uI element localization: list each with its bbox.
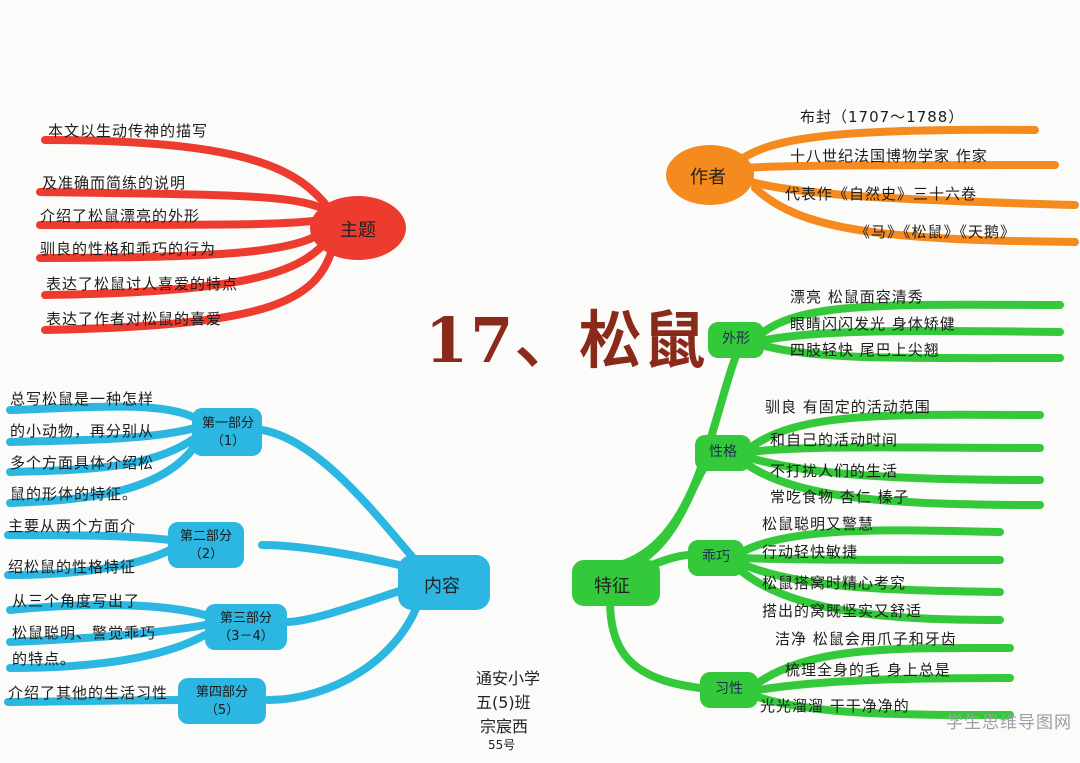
- signature-school: 通安小学: [476, 669, 541, 688]
- author-line: 《马》《松鼠》《天鹅》: [855, 223, 1017, 241]
- appearance-line: 眼睛闪闪发光 身体矫健: [790, 315, 956, 333]
- group-clever-label: 乖巧: [702, 549, 730, 565]
- features-label: 特征: [594, 576, 630, 597]
- part1-node[interactable]: [192, 408, 262, 456]
- theme-line: 介绍了松鼠漂亮的外形: [40, 207, 201, 225]
- temper-line: 常吃食物 杏仁 榛子: [770, 488, 910, 506]
- author-line: 布封（1707～1788）: [800, 108, 965, 126]
- part1-range: （1）: [210, 434, 246, 449]
- part1-line: 多个方面具体介绍松: [10, 454, 155, 472]
- part2-name: 第二部分: [179, 529, 232, 544]
- content-node[interactable]: [398, 555, 490, 610]
- features-node[interactable]: [572, 560, 660, 606]
- feature-branches: [606, 300, 1064, 719]
- part1-line: 的小动物，再分别从: [10, 422, 155, 440]
- theme-line: 驯良的性格和乖巧的行为: [40, 240, 217, 258]
- temper-line: 不打扰人们的生活: [770, 462, 899, 480]
- clever-line: 松鼠搭窝时精心考究: [762, 574, 907, 592]
- group-temper-label: 性格: [709, 444, 737, 460]
- watermark: 学生思维导图网: [946, 713, 1072, 733]
- habit-line: 光光溜溜 干干净净的: [760, 697, 910, 715]
- map-title: 17、松鼠: [425, 304, 708, 377]
- theme-label: 主题: [340, 220, 376, 241]
- signature-name: 宗宸西: [480, 717, 529, 736]
- group-clever-node[interactable]: [688, 540, 744, 576]
- habit-line: 梳理全身的毛 身上总是: [785, 661, 951, 679]
- part2-node[interactable]: [168, 522, 244, 568]
- theme-line: 表达了松鼠讨人喜爱的特点: [46, 275, 239, 293]
- part4-name: 第四部分: [195, 685, 248, 700]
- clever-line: 搭出的窝既坚实又舒适: [762, 602, 923, 620]
- part1-line: 鼠的形体的特征。: [10, 485, 139, 503]
- clever-line: 行动轻快敏捷: [762, 543, 859, 561]
- signature-class: 五(5)班: [476, 693, 531, 712]
- signature-number: 55号: [488, 738, 516, 752]
- part4-node[interactable]: [178, 678, 266, 724]
- part3-line: 松鼠聪明、警觉乖巧: [12, 624, 157, 642]
- part1-line: 总写松鼠是一种怎样: [10, 390, 155, 408]
- group-appearance-node[interactable]: [708, 322, 764, 358]
- part4-line: 介绍了其他的生活习性: [8, 684, 169, 702]
- theme-line: 及准确而简练的说明: [42, 174, 187, 192]
- part4-range: （5）: [204, 703, 240, 718]
- appearance-line: 漂亮 松鼠面容清秀: [790, 288, 924, 306]
- temper-line: 和自己的活动时间: [770, 431, 899, 449]
- part2-range: （2）: [188, 547, 224, 562]
- author-branches: [736, 125, 1079, 246]
- group-appearance-label: 外形: [722, 331, 750, 347]
- habit-line: 洁净 松鼠会用爪子和牙齿: [775, 630, 957, 648]
- author-line: 十八世纪法国博物学家 作家: [790, 147, 988, 165]
- group-habit-label: 习性: [715, 681, 743, 697]
- part3-name: 第三部分: [219, 611, 272, 626]
- author-line: 代表作《自然史》三十六卷: [785, 185, 978, 203]
- appearance-line: 四肢轻快 尾巴上尖翘: [790, 341, 940, 359]
- group-temper-node[interactable]: [695, 435, 751, 471]
- clever-line: 松鼠聪明又警慧: [762, 515, 875, 533]
- part2-line: 绍松鼠的性格特征: [8, 558, 137, 576]
- part3-line: 从三个角度写出了: [12, 592, 141, 610]
- theme-line: 表达了作者对松鼠的喜爱: [46, 310, 223, 328]
- author-node[interactable]: [666, 145, 754, 205]
- part3-line: 的特点。: [12, 650, 77, 668]
- group-habit-node[interactable]: [700, 672, 758, 708]
- part2-line: 主要从两个方面介: [8, 517, 137, 535]
- theme-line: 本文以生动传神的描写: [48, 122, 209, 140]
- temper-line: 驯良 有固定的活动范围: [765, 398, 931, 416]
- content-label: 内容: [424, 576, 460, 597]
- part3-node[interactable]: [205, 604, 287, 650]
- part3-range: （3－4）: [218, 629, 274, 644]
- theme-node[interactable]: [310, 196, 406, 260]
- part1-name: 第一部分: [201, 416, 254, 431]
- theme-branches: [36, 136, 339, 334]
- author-label: 作者: [690, 167, 726, 188]
